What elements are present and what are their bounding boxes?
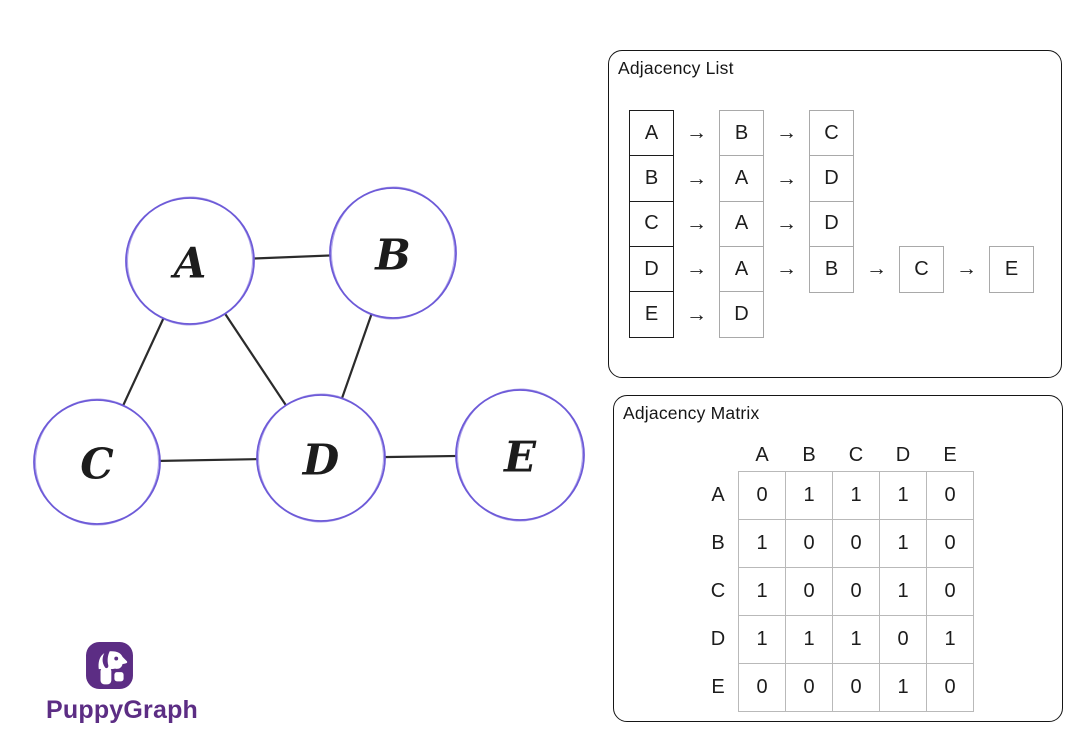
matrix-col-header-C: C: [848, 443, 864, 466]
matrix-cell-D-C: 1: [832, 615, 880, 664]
node-circle-sketch-C: [34, 398, 160, 526]
adjacency-list-row-D: D → A → B → C → E: [629, 245, 1034, 293]
matrix-cell-B-C: 0: [832, 519, 880, 568]
node-circle-A: [125, 197, 255, 325]
node-label-C: C: [80, 440, 114, 489]
arrow-right-icon: →: [686, 302, 707, 326]
adjacency-list-row-B: B → A → D: [629, 155, 1034, 203]
matrix-cell-D-D: 0: [879, 615, 927, 664]
al-node-box-D: D: [629, 245, 674, 293]
arrow-right-icon: →: [686, 121, 707, 145]
matrix-cell-C-C: 0: [832, 567, 880, 616]
al-neighbor-box-D-C: C: [899, 245, 944, 293]
matrix-col-header-D: D: [895, 443, 911, 466]
matrix-cell-B-D: 1: [879, 519, 927, 568]
adjacency-list-row-C: C → A → D: [629, 200, 1034, 248]
al-neighbor-box-A-B: B: [719, 110, 764, 157]
adjacency-list-row-E: E → D: [629, 291, 1034, 338]
matrix-cell-C-D: 1: [879, 567, 927, 616]
matrix-cell-E-A: 0: [738, 663, 786, 712]
arrow-right-icon: →: [866, 257, 887, 281]
al-neighbor-box-C-D: D: [809, 200, 854, 248]
matrix-cell-B-E: 0: [926, 519, 974, 568]
matrix-cell-D-E: 1: [926, 615, 974, 664]
arrow-right-icon: →: [686, 166, 707, 190]
node-circle-B: [329, 187, 457, 319]
arrow-right-icon: →: [776, 121, 797, 145]
arrow-right-icon: →: [776, 211, 797, 235]
puppygraph-dog-icon: [86, 642, 133, 689]
al-node-box-A: A: [629, 110, 674, 157]
matrix-cell-E-D: 1: [879, 663, 927, 712]
matrix-row-header-D: D: [710, 628, 726, 650]
node-label-D: D: [302, 436, 340, 485]
al-neighbor-box-D-A: A: [719, 245, 764, 293]
al-neighbor-box-E-D: D: [719, 291, 764, 338]
matrix-cell-B-B: 0: [785, 519, 833, 568]
brand-name: PuppyGraph: [46, 696, 199, 724]
node-circle-sketch-B: [330, 186, 456, 320]
matrix-cell-C-B: 0: [785, 567, 833, 616]
arrow-right-icon: →: [776, 166, 797, 190]
adjacency-matrix-title: Adjacency Matrix: [623, 403, 760, 423]
arrow-right-icon: →: [686, 257, 707, 281]
node-circle-sketch-A: [126, 196, 254, 326]
node-circle-D: [256, 394, 386, 522]
al-neighbor-box-C-A: A: [719, 200, 764, 248]
arrow-right-icon: →: [686, 211, 707, 235]
matrix-cell-D-A: 1: [738, 615, 786, 664]
node-circle-sketch-E: [456, 388, 584, 522]
matrix-row-header-A: A: [711, 484, 725, 506]
al-neighbor-box-A-C: C: [809, 110, 854, 157]
al-neighbor-box-B-D: D: [809, 155, 854, 203]
matrix-row-header-C: C: [710, 580, 726, 602]
node-label-B: B: [374, 231, 411, 280]
matrix-cell-E-E: 0: [926, 663, 974, 712]
graph-canvas: A B C D E: [33, 186, 585, 526]
node-circle-C: [33, 399, 161, 525]
adjacency-list-row-A: A → B → C: [629, 110, 1034, 157]
matrix-cell-A-A: 0: [738, 471, 786, 520]
matrix-cell-A-D: 1: [879, 471, 927, 520]
al-neighbor-box-B-A: A: [719, 155, 764, 203]
adjacency-list-title: Adjacency List: [618, 58, 734, 78]
matrix-col-header-B: B: [802, 443, 816, 466]
al-neighbor-box-D-E: E: [989, 245, 1034, 293]
matrix-cell-C-A: 1: [738, 567, 786, 616]
matrix-cell-D-B: 1: [785, 615, 833, 664]
arrow-right-icon: →: [776, 257, 797, 281]
matrix-row-header-B: B: [711, 532, 725, 554]
matrix-cell-A-E: 0: [926, 471, 974, 520]
node-circle-E: [455, 389, 585, 521]
node-circle-sketch-D: [257, 393, 385, 523]
al-neighbor-box-D-B: B: [809, 245, 854, 293]
matrix-cell-A-C: 1: [832, 471, 880, 520]
node-label-A: A: [170, 239, 207, 288]
arrow-right-icon: →: [956, 257, 977, 281]
al-node-box-C: C: [629, 200, 674, 248]
matrix-cell-E-C: 0: [832, 663, 880, 712]
matrix-col-header-A: A: [755, 443, 769, 466]
matrix-cell-B-A: 1: [738, 519, 786, 568]
al-node-box-B: B: [629, 155, 674, 203]
matrix-row-header-E: E: [711, 676, 725, 698]
matrix-cell-A-B: 1: [785, 471, 833, 520]
matrix-header-row: A B C D E: [698, 439, 974, 472]
al-node-box-E: E: [629, 291, 674, 338]
matrix-corner-cell: [698, 439, 739, 472]
matrix-cell-C-E: 0: [926, 567, 974, 616]
matrix-cell-E-B: 0: [785, 663, 833, 712]
node-label-E: E: [503, 433, 537, 482]
matrix-col-header-E: E: [943, 443, 957, 466]
